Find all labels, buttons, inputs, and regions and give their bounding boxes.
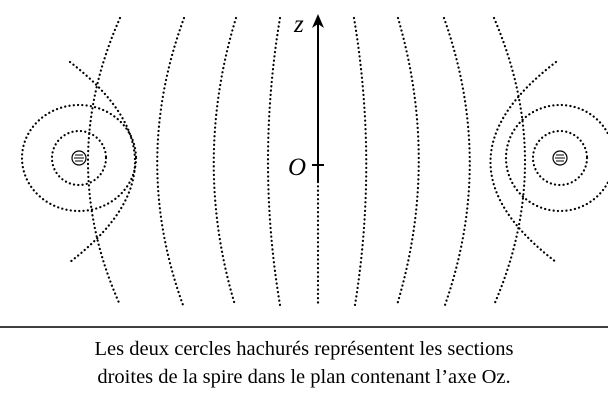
field-line-left-2	[212, 16, 238, 307]
origin-label: O	[288, 154, 306, 181]
caption-line-1: Les deux cercles hachurés représentent l…	[94, 338, 514, 360]
conductor-section-left	[71, 150, 87, 166]
caption-line-2: droites de la spire dans le plan contena…	[97, 366, 511, 388]
field-line-right-3	[442, 16, 471, 307]
field-loop-right-inner	[531, 129, 589, 187]
field-line-right-1	[352, 16, 368, 307]
z-axis-arrow-icon	[312, 14, 324, 28]
field-line-left-4	[86, 16, 122, 307]
field-line-left-1	[266, 16, 282, 307]
field-loop-left-outer	[20, 103, 138, 213]
field-line-right-5	[489, 60, 558, 264]
field-line-right-4	[492, 16, 527, 307]
conductor-section-right	[552, 150, 568, 166]
field-loop-left-inner	[50, 129, 108, 187]
z-axis-label: z	[293, 11, 304, 38]
field-line-left-5	[68, 60, 136, 264]
field-line-right-2	[395, 16, 420, 307]
field-loop-right-outer	[504, 103, 608, 213]
figure-caption: Les deux cercles hachurés représentent l…	[0, 335, 608, 391]
field-line-left-3	[156, 16, 186, 307]
